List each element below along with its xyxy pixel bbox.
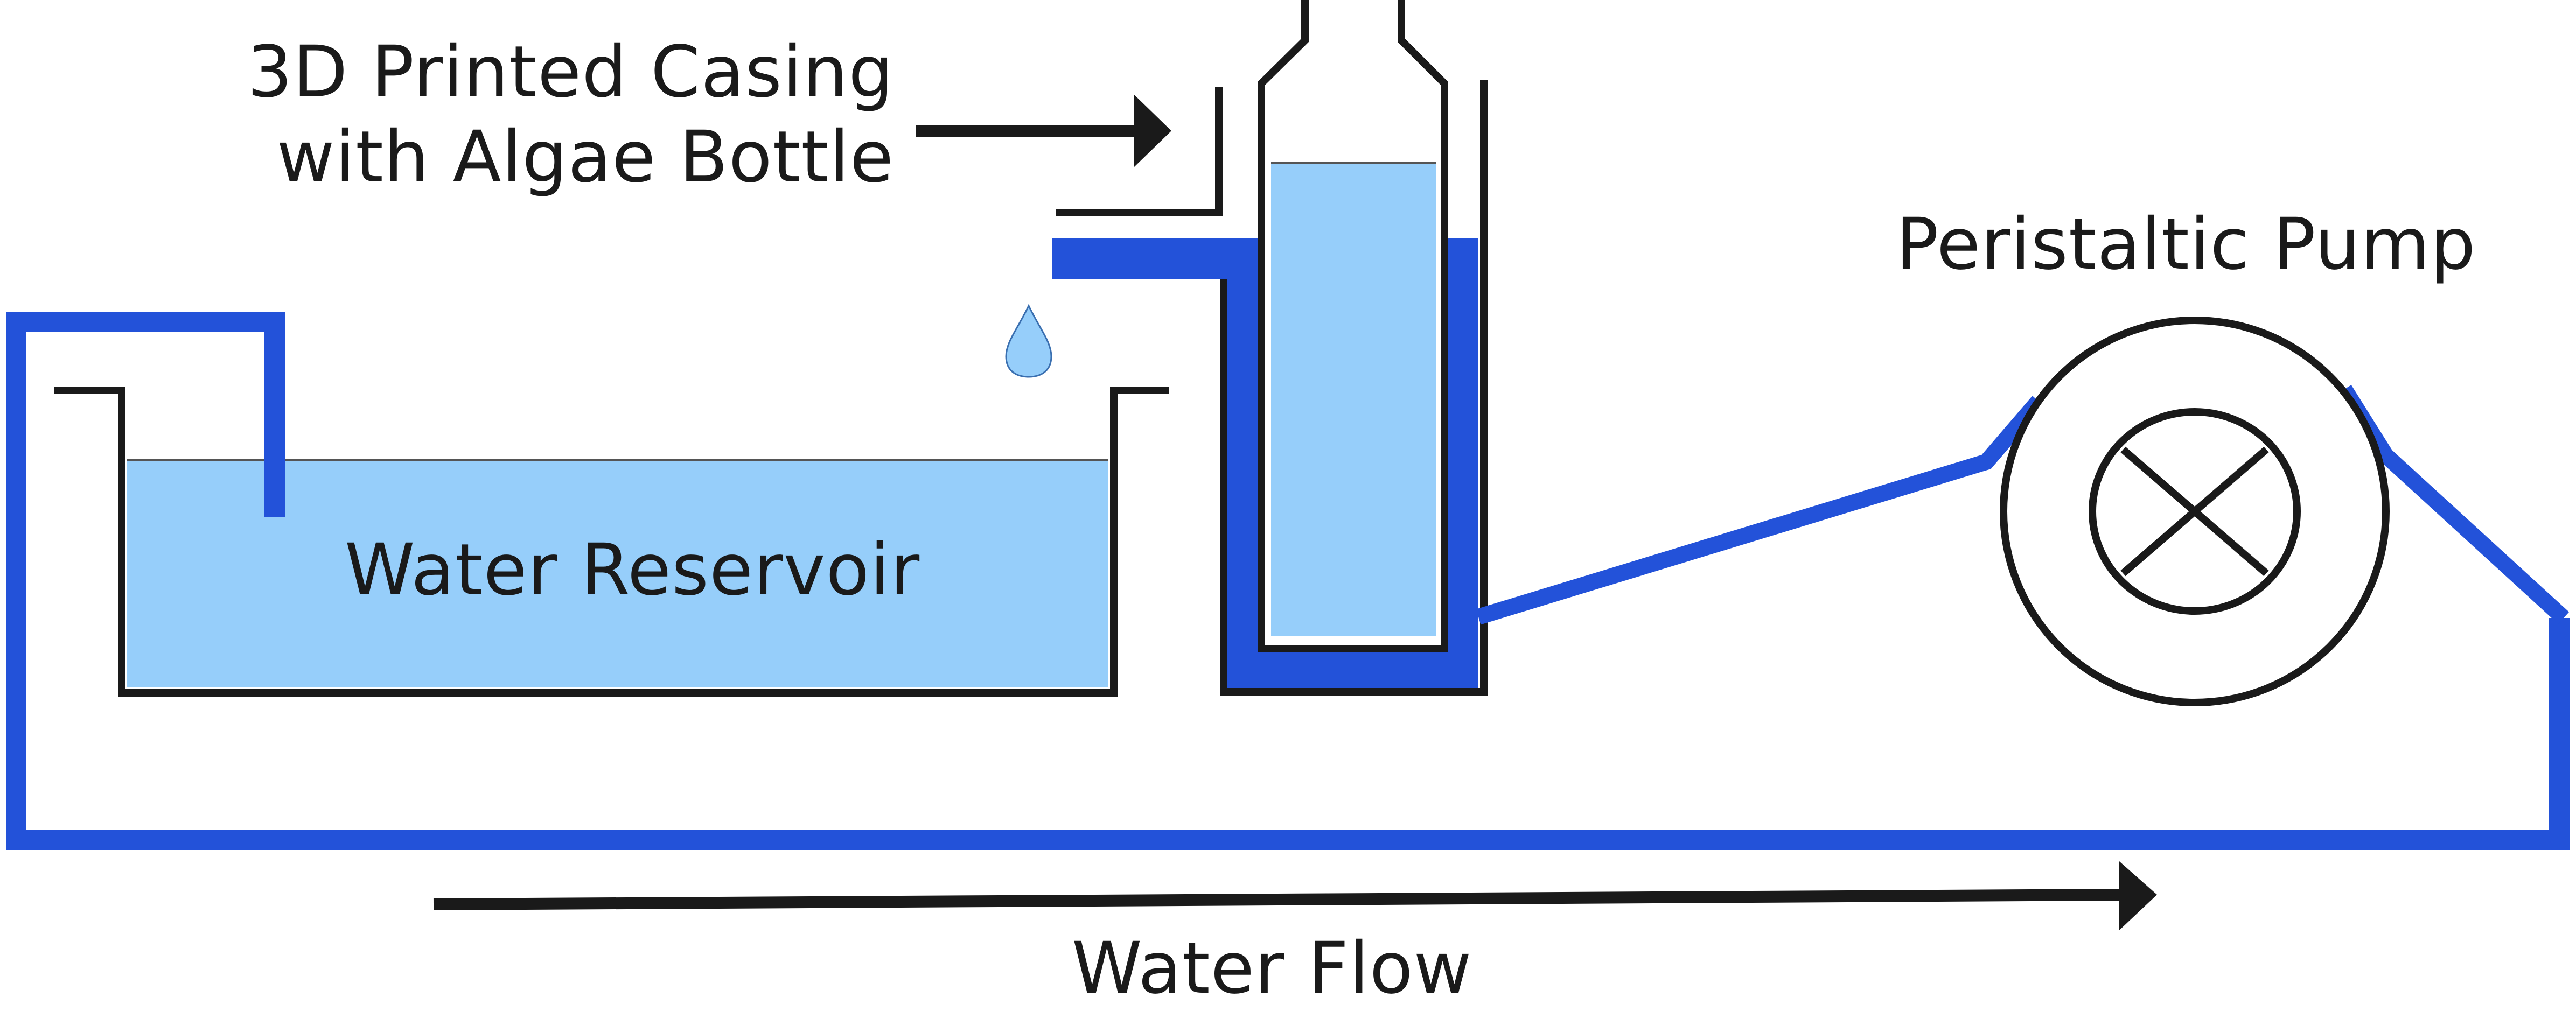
casing-label-line2: with Algae Bottle bbox=[276, 116, 894, 199]
casing-pointer-arrow bbox=[916, 94, 1171, 167]
casing-left-wall bbox=[1056, 87, 1223, 216]
reservoir-outline bbox=[54, 387, 1169, 697]
outlet-spout bbox=[1052, 238, 1224, 279]
return-pipe bbox=[6, 312, 2570, 850]
flow-label: Water Flow bbox=[1072, 927, 1472, 1010]
reservoir-label: Water Reservoir bbox=[345, 529, 920, 612]
pump-label: Peristaltic Pump bbox=[1896, 203, 2476, 286]
pump-rotor-spoke-2 bbox=[2120, 446, 2269, 577]
bottle-water bbox=[1271, 163, 1436, 636]
water-droplet bbox=[1005, 304, 1052, 378]
feed-pipe bbox=[1476, 396, 2045, 625]
casing-label-line1: 3D Printed Casing bbox=[247, 31, 894, 114]
water-flow-arrow bbox=[433, 861, 2157, 930]
casing-label: 3D Printed Casing with Algae Bottle bbox=[194, 30, 894, 200]
reservoir-water bbox=[127, 460, 1108, 687]
casing-outline bbox=[1220, 80, 1488, 696]
bottle-outline bbox=[1258, 0, 1448, 652]
